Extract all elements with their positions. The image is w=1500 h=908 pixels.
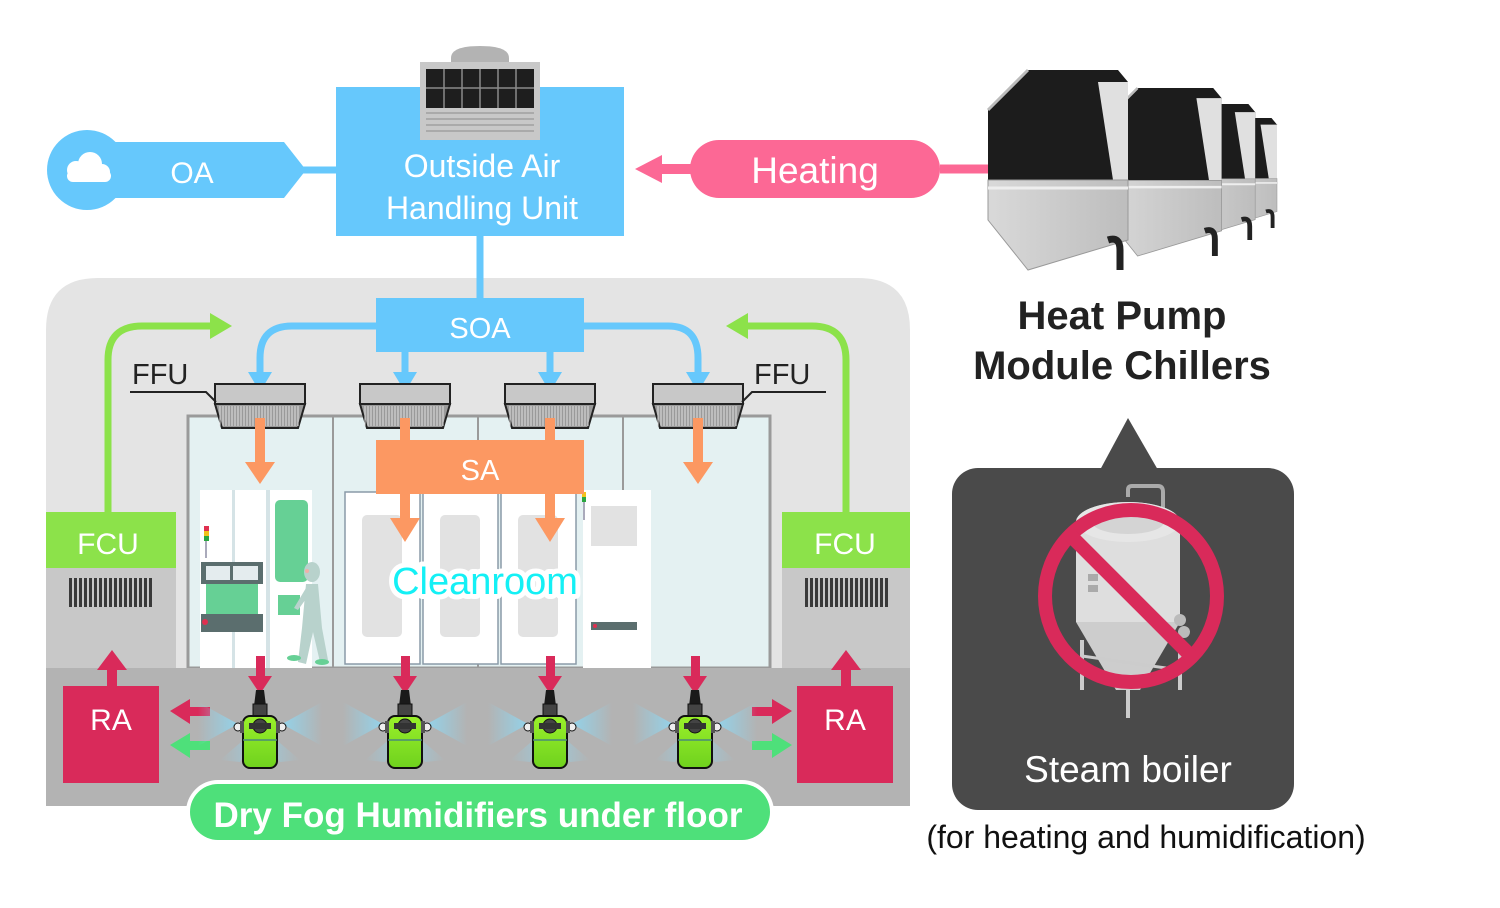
arrow-down-icon: [393, 676, 417, 694]
heating-flow: [635, 140, 990, 198]
chillers-label-line2: Module Chillers: [973, 344, 1271, 388]
ffu-unit: [503, 383, 597, 429]
oahu-label-line2: Handling Unit: [386, 190, 578, 226]
ffu-unit: [651, 383, 745, 429]
humidifier-label-pill: [190, 784, 770, 840]
dry-fog-humidifier: [633, 656, 757, 769]
dry-fog-humidifier: [343, 656, 467, 769]
arrow-left-icon: [170, 699, 190, 724]
fcu-vent: [805, 578, 888, 607]
oahu-label-line1: Outside Air: [404, 148, 561, 184]
fcu-vent: [69, 578, 152, 607]
return-air-left: [63, 650, 210, 783]
fcu-left: [46, 512, 176, 668]
arrow-up-icon: [831, 650, 861, 670]
ffu-left-label: FFU: [132, 359, 188, 391]
ffu-unit: [213, 383, 307, 429]
sa-box: [376, 440, 584, 494]
boiler-label: Steam boiler: [1024, 749, 1232, 790]
arrow-down-icon: [535, 518, 565, 542]
dry-fog-humidifier: [198, 656, 322, 769]
arrow-down-icon: [248, 372, 272, 392]
humidifier-group: [198, 656, 757, 769]
arrow-down-icon: [248, 676, 272, 694]
chillers-label-line1: Heat Pump: [1018, 294, 1227, 338]
oahu: [336, 46, 624, 236]
boiler-note: (for heating and humidification): [926, 819, 1365, 855]
cleanroom-label: Cleanroom: [392, 561, 578, 603]
cloud-icon: [67, 152, 111, 182]
chiller-module: [986, 68, 1129, 271]
arrow-up-icon: [97, 650, 127, 670]
arrow-down-icon: [393, 372, 417, 392]
supply-air-flow: [245, 418, 713, 542]
soa-distribution: [248, 236, 710, 392]
arrow-right-icon: [772, 699, 792, 724]
cleanroom-label-halo: Cleanroom: [392, 561, 578, 603]
ffu-unit: [358, 383, 452, 429]
steam-boiler-callout: [952, 418, 1294, 810]
ra-left-label: RA: [90, 704, 132, 737]
arrow-left-icon: [170, 733, 190, 758]
ffu-left-callout-line: [130, 391, 217, 403]
arrow-left-icon: [635, 155, 662, 183]
humidifier-label: Dry Fog Humidifiers under floor: [214, 796, 743, 835]
arrow-down-icon: [686, 372, 710, 392]
fcu-left-label: FCU: [77, 528, 139, 561]
arrow-left-icon: [726, 313, 748, 339]
soa-label: SOA: [449, 313, 511, 345]
cleanroom-equipment: [200, 490, 651, 668]
fcu-right: [782, 512, 910, 668]
arrow-down-icon: [538, 372, 562, 392]
recirc-right-line: [748, 322, 850, 512]
oa-intake: [47, 130, 340, 210]
fcu-right-label: FCU: [814, 528, 876, 561]
ffu-group: [213, 383, 745, 429]
prohibited-icon: [1038, 503, 1224, 689]
arrow-down-icon: [538, 676, 562, 694]
recirc-left-line: [104, 322, 212, 512]
heat-pump-chillers-illustration: [986, 68, 1278, 271]
arrow-right-icon: [210, 313, 232, 339]
arrow-down-icon: [245, 462, 275, 484]
sa-label: SA: [461, 455, 500, 487]
soa-box: [376, 298, 584, 352]
ra-right-label: RA: [824, 704, 866, 737]
ra-left-box: [63, 686, 159, 783]
ffu-right-callout-line: [741, 391, 826, 403]
ffu-right-label: FFU: [754, 359, 810, 391]
oa-label: OA: [170, 157, 213, 190]
return-air-right: [752, 650, 893, 783]
heating-label: Heating: [751, 150, 879, 191]
heating-pill: [690, 140, 940, 198]
worker-figure: [287, 562, 329, 665]
dry-fog-humidifier: [488, 656, 612, 769]
air-handling-unit-icon: [420, 46, 540, 140]
arrow-down-icon: [390, 518, 420, 542]
arrow-down-icon: [683, 462, 713, 484]
arrow-down-icon: [683, 676, 707, 694]
fcu-recirculation-flow: [104, 322, 850, 512]
arrow-right-icon: [772, 733, 792, 758]
ra-right-box: [797, 686, 893, 783]
